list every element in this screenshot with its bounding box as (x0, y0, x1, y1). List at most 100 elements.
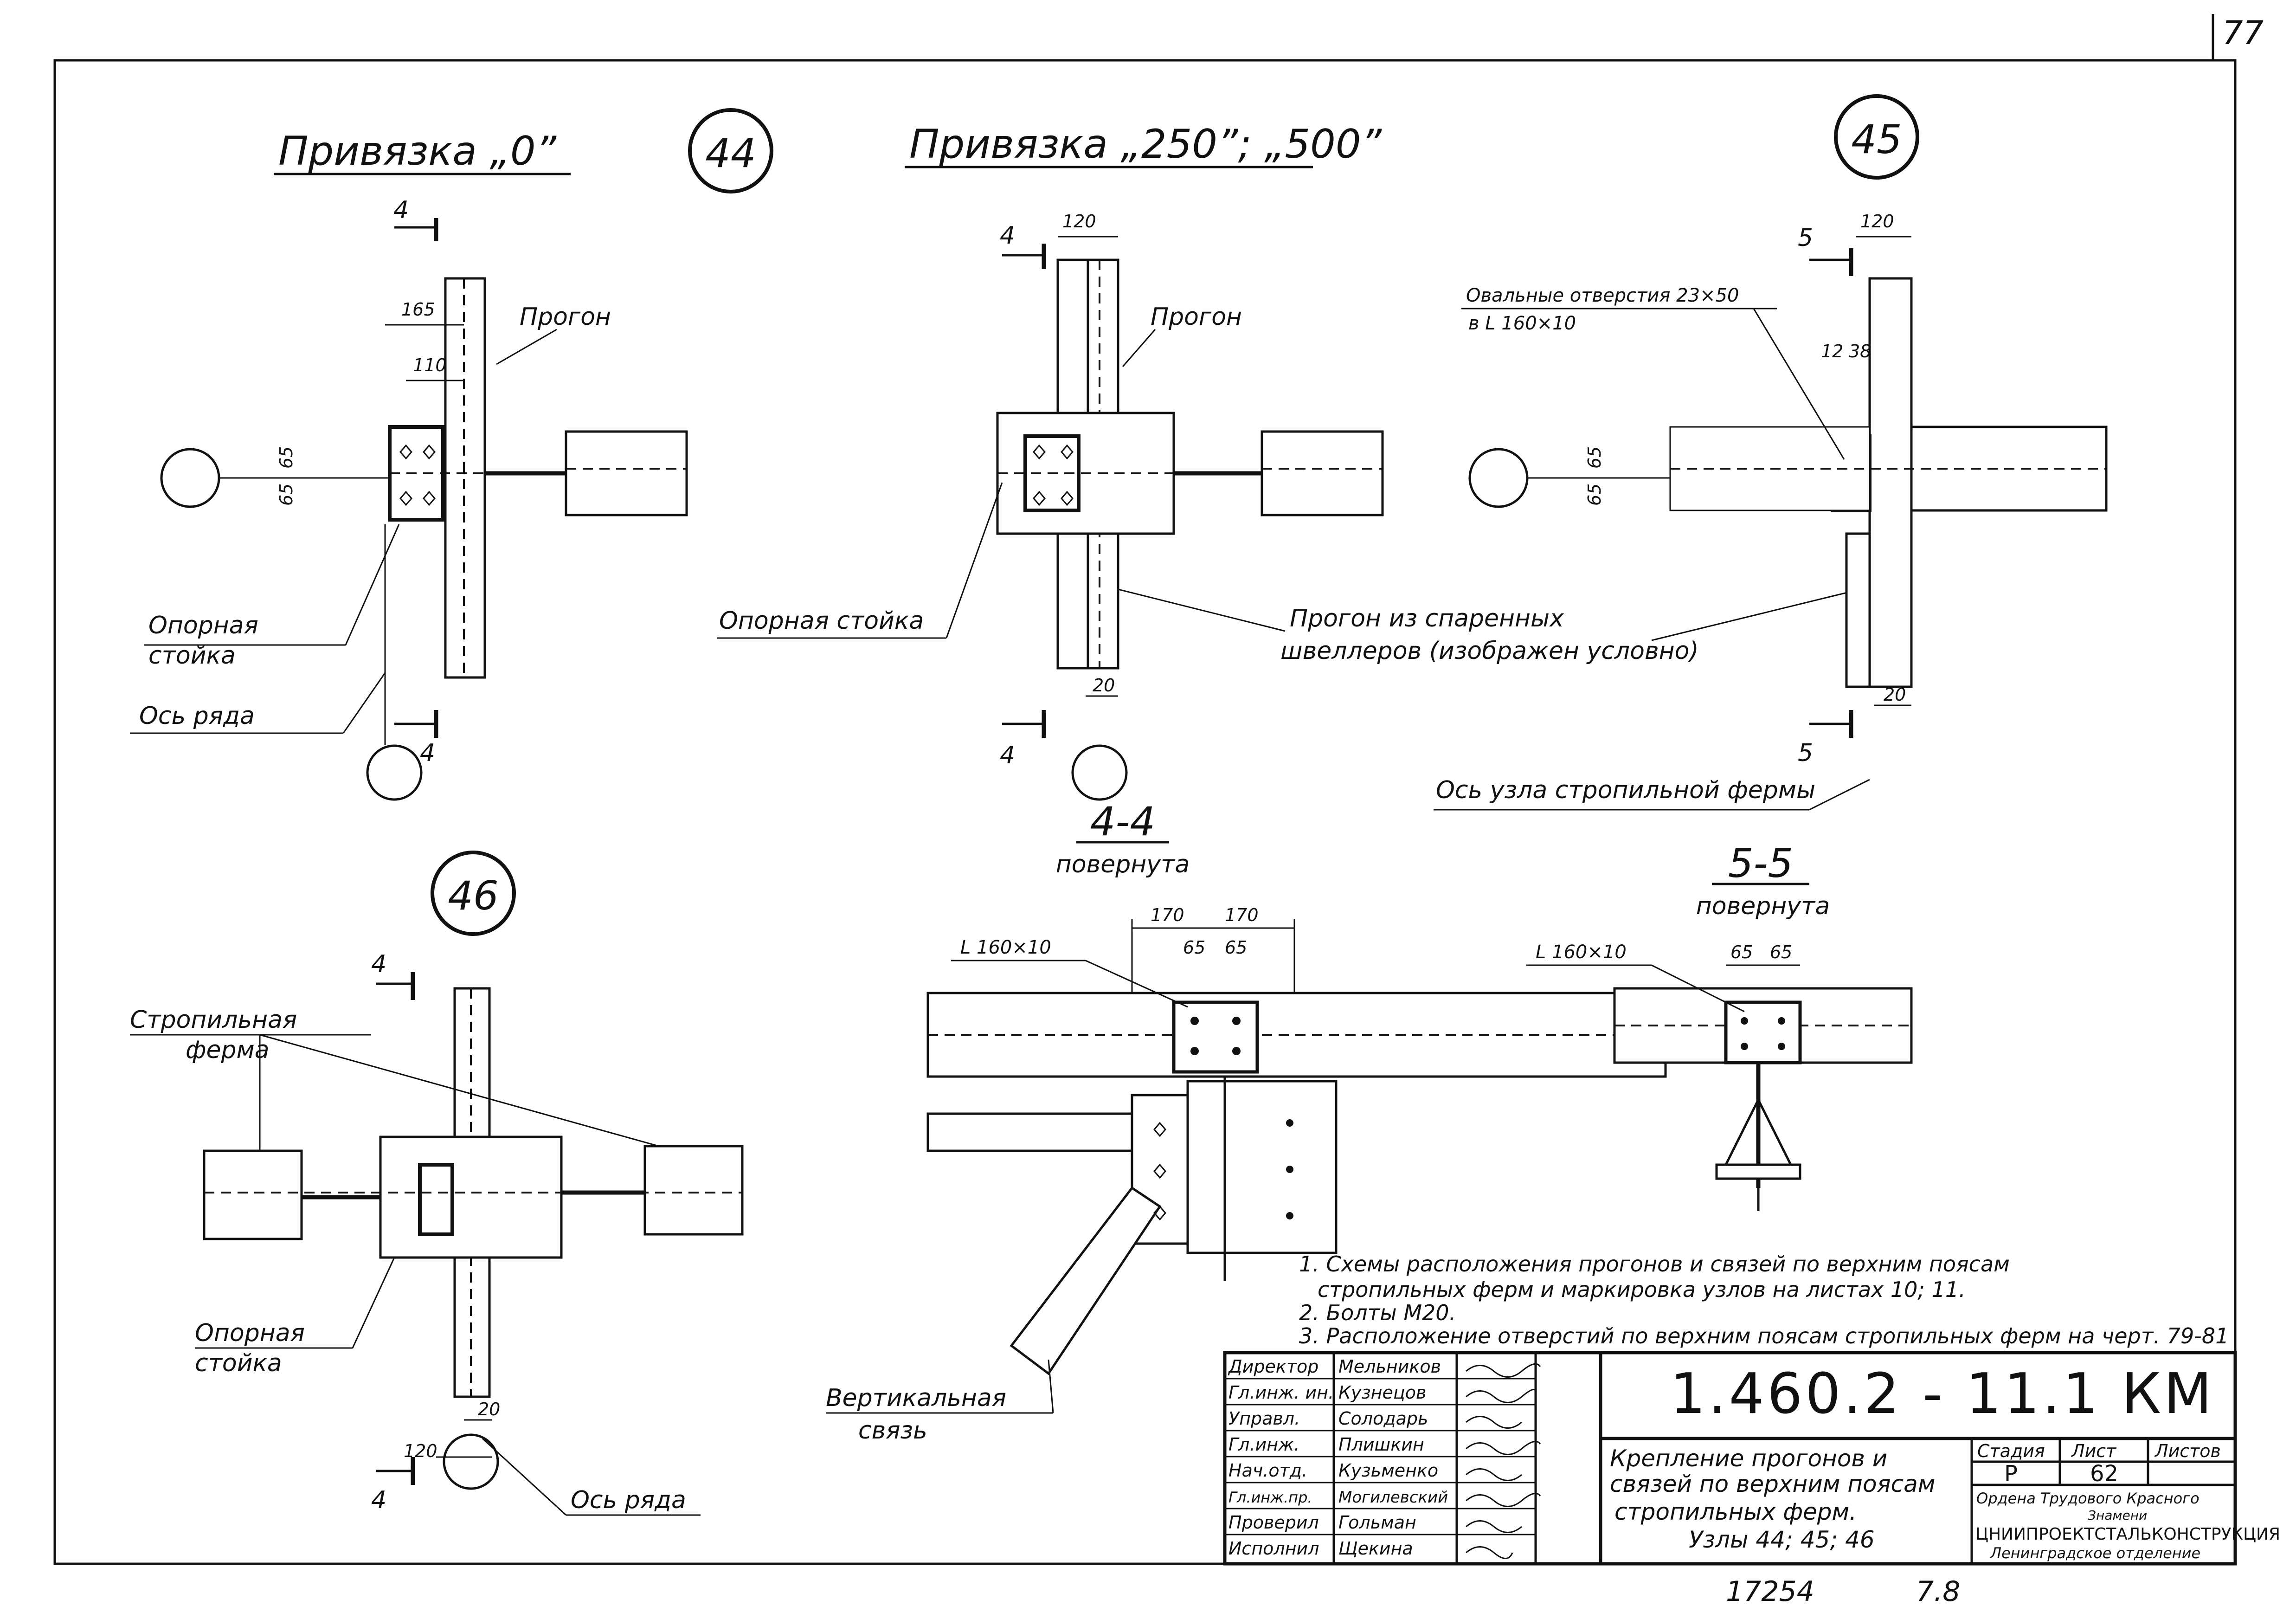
svg-text:65: 65 (1225, 937, 1247, 958)
svg-text:65: 65 (1730, 942, 1753, 962)
org-line-1: Ордена Трудового Красного (1976, 1490, 2200, 1507)
svg-text:Гл.инж.: Гл.инж. (1228, 1434, 1299, 1455)
signature-7 (1466, 1520, 1522, 1533)
svg-text:165: 165 (401, 299, 435, 320)
node-number-46: 46 (448, 873, 498, 919)
svg-text:38: 38 (1849, 341, 1871, 361)
label-angle: L 160×10 (960, 937, 1051, 958)
svg-text:связь: связь (858, 1417, 927, 1445)
label-truss-axis: Ось узла стропильной фермы (1436, 776, 1815, 804)
svg-text:Могилевский: Могилевский (1338, 1488, 1448, 1507)
svg-text:120: 120 (1062, 211, 1096, 232)
node-45-detail: 45 5 5 120 12 38 65 65 20 Овальные отвер… (1434, 94, 2108, 811)
svg-text:5: 5 (1798, 224, 1813, 252)
row-axis-bubble (160, 448, 220, 508)
svg-text:Ось ряда: Ось ряда (139, 702, 255, 730)
svg-text:20: 20 (478, 1399, 500, 1419)
svg-text:Ленинградское отделение: Ленинградское отделение (1990, 1544, 2200, 1562)
svg-text:65: 65 (1770, 942, 1792, 962)
svg-text:швеллеров (изображен условно): швеллеров (изображен условно) (1280, 637, 1699, 665)
svg-text:120: 120 (1860, 211, 1894, 232)
node-250-500-detail: Привязка „250”; „500” 4 4 120 20 Прогон … (717, 121, 1861, 801)
svg-text:ферма: ферма (186, 1036, 270, 1064)
svg-text:65: 65 (276, 484, 296, 506)
svg-text:Опорная: Опорная (195, 1319, 305, 1347)
truss-chord (565, 430, 688, 516)
svg-text:Ось ряда: Ось ряда (571, 1486, 686, 1514)
svg-text:Кузнецов: Кузнецов (1338, 1382, 1426, 1403)
title-block-frame (1223, 1351, 2237, 1566)
svg-text:Гл.инж.пр.: Гл.инж.пр. (1228, 1489, 1312, 1506)
svg-text:4: 4 (393, 196, 409, 224)
label-vertical-brace: Вертикальная (826, 1384, 1006, 1412)
svg-text:в L 160×10: в L 160×10 (1468, 313, 1576, 334)
support-plate-wide (379, 1135, 563, 1259)
note-line-1: 1. Схемы расположения прогонов и связей … (1299, 1251, 2010, 1277)
inventory-number: 17254 (1726, 1575, 1814, 1608)
heading-binding-250-500: Привязка „250”; „500” (909, 121, 1383, 168)
svg-text:65: 65 (1584, 446, 1605, 469)
role-director: Директор (1228, 1356, 1318, 1377)
svg-text:Плишкин: Плишкин (1338, 1434, 1424, 1455)
axis-bubble (1071, 744, 1128, 801)
heading-binding-0: Привязка „0” (278, 128, 557, 174)
svg-text:5: 5 (1798, 739, 1813, 767)
heading-section-5-5: 5-5 (1728, 840, 1793, 887)
svg-text:20: 20 (1884, 684, 1906, 705)
node-44-detail: Привязка „0” 44 4 4 165 110 65 65 (130, 108, 773, 801)
axis-bubble (443, 1433, 499, 1490)
section-5-5-detail: 5-5 повернута 65 65 L 160×10 (1526, 840, 1913, 1211)
svg-text:4: 4 (1000, 742, 1015, 769)
corner-number: 77 (2222, 14, 2264, 52)
signature-6 (1466, 1492, 1541, 1507)
org-name: ЦНИИПРОЕКТСТАЛЬКОНСТРУКЦИЯ (1975, 1525, 2280, 1544)
svg-text:Узлы 44; 45; 46: Узлы 44; 45; 46 (1689, 1526, 1875, 1553)
svg-text:170: 170 (1151, 905, 1184, 925)
angle-plate (1172, 1000, 1259, 1074)
svg-text:4: 4 (420, 739, 435, 767)
svg-text:повернута: повернута (1696, 892, 1830, 920)
truss-chord (1261, 430, 1384, 516)
node-marker-44 (688, 108, 773, 194)
note-line-3: 2. Болты М20. (1299, 1300, 1456, 1325)
format-number: 7.8 (1916, 1575, 1960, 1608)
svg-text:110: 110 (413, 355, 447, 375)
svg-text:Нач.отд.: Нач.отд. (1228, 1460, 1307, 1481)
sheet-frame (53, 59, 2237, 1565)
svg-text:Кузьменко: Кузьменко (1338, 1460, 1438, 1481)
svg-text:стропильных ферм.: стропильных ферм. (1614, 1498, 1857, 1525)
node-marker-46 (431, 851, 516, 936)
svg-text:12: 12 (1821, 341, 1843, 361)
signature-4 (1466, 1440, 1541, 1455)
drawing-description-1: Крепление прогонов и (1610, 1445, 1887, 1472)
note-line-2: стропильных ферм и маркировка узлов на л… (1318, 1277, 1966, 1302)
general-notes: 1. Схемы расположения прогонов и связей … (1299, 1251, 2229, 1348)
label-rafter-truss: Стропильная (130, 1006, 297, 1034)
signature-1 (1466, 1363, 1541, 1378)
svg-text:L 160×10: L 160×10 (1536, 942, 1627, 963)
gusset-plate (1186, 1080, 1338, 1254)
purlin-section (444, 277, 486, 679)
svg-text:20: 20 (1093, 675, 1115, 696)
node-number-44: 44 (705, 130, 756, 177)
bolt-holes (399, 444, 436, 506)
signature-5 (1466, 1468, 1522, 1481)
svg-text:65: 65 (276, 446, 296, 469)
heading-section-4-4: 4-4 (1090, 799, 1155, 845)
sheets-header: Листов (2154, 1441, 2221, 1461)
angle-plate (1724, 1000, 1802, 1064)
svg-text:стойка: стойка (148, 642, 236, 670)
signature-8 (1466, 1546, 1513, 1559)
svg-text:Прогон: Прогон (1151, 303, 1242, 331)
svg-text:120: 120 (404, 1441, 437, 1461)
svg-text:4: 4 (371, 1486, 386, 1514)
drawing-code: 1.460.2 - 11.1 КМ (1670, 1362, 2215, 1426)
axis-bubble-bottom (366, 744, 423, 801)
node-number-45: 45 (1851, 116, 1902, 163)
row-axis-bubble (1468, 448, 1529, 508)
svg-text:65: 65 (1584, 484, 1605, 506)
svg-text:стойка: стойка (195, 1349, 282, 1377)
stage-header: Стадия (1977, 1441, 2045, 1461)
svg-text:Проверил: Проверил (1228, 1512, 1319, 1533)
